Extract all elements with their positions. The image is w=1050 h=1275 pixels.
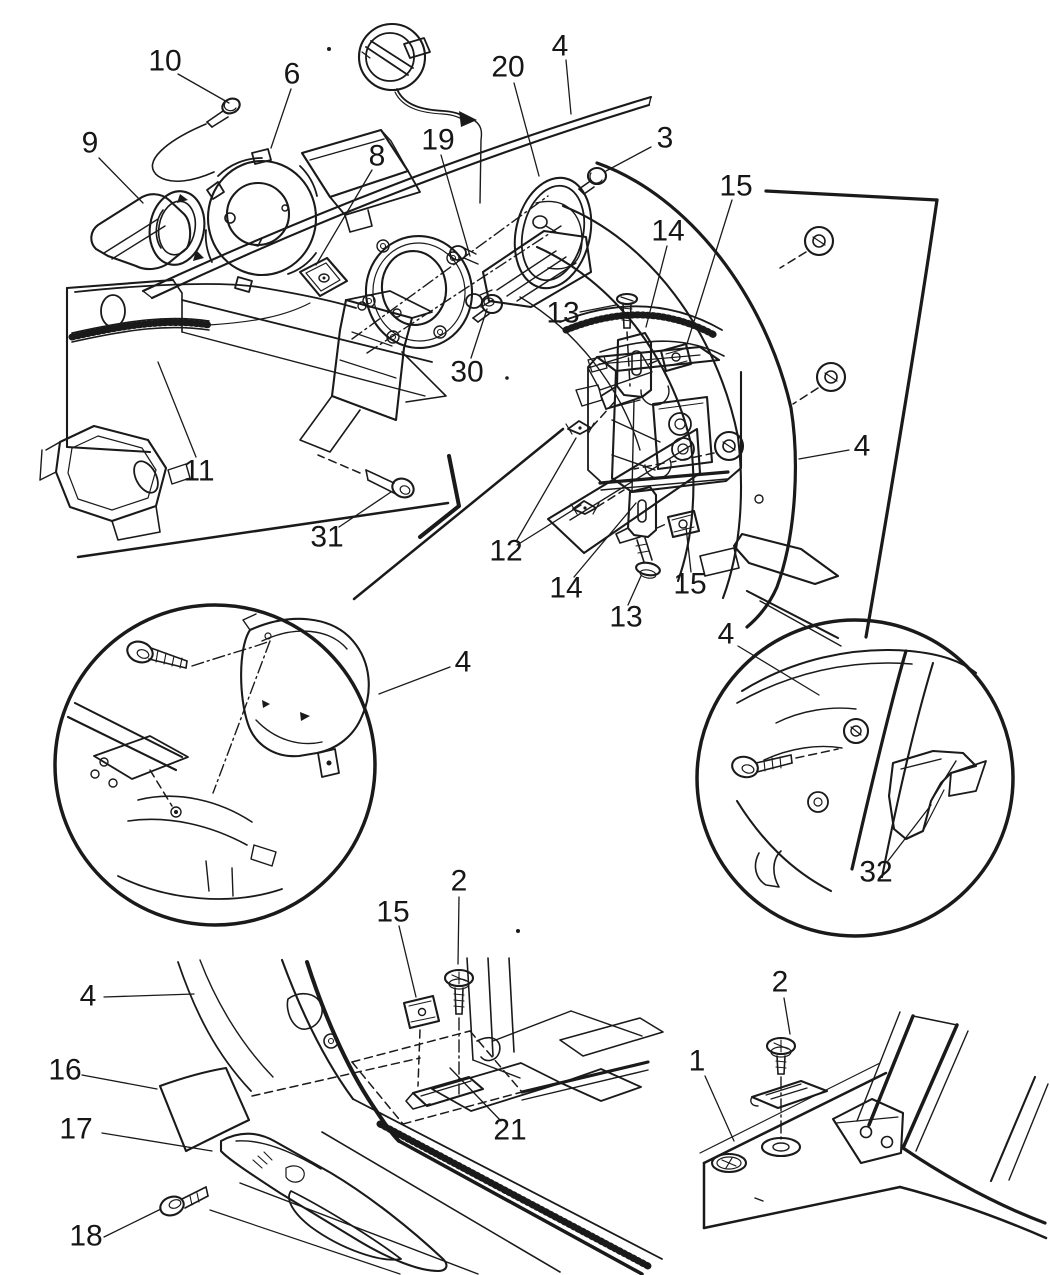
detail-right-screw	[731, 748, 839, 779]
callout-label-18-27: 18	[69, 1220, 102, 1253]
detail-left-screw	[126, 640, 188, 669]
screw-3	[578, 166, 608, 195]
windshield-molding	[141, 95, 653, 300]
callout-label-15-8: 15	[719, 170, 752, 203]
floor-panel-section	[699, 1011, 1049, 1240]
callout-label-8-3: 8	[369, 140, 386, 173]
fuel-filler-bezel	[362, 234, 474, 350]
headlamp-assembly	[90, 97, 421, 298]
marker-lamp-17	[219, 1132, 448, 1273]
callout-label-13-16: 13	[609, 601, 642, 634]
rocker-sill-area	[158, 957, 664, 1275]
callout-label-13-10: 13	[546, 297, 579, 330]
callout-label-3-7: 3	[657, 122, 674, 155]
callout-label-1-29: 1	[689, 1045, 706, 1078]
fuel-filler-neck	[449, 215, 593, 309]
callout-label-15-22: 15	[376, 896, 409, 929]
leader-lines	[81, 59, 932, 1238]
closeout-panel-4	[240, 613, 370, 778]
callout-label-19-4: 19	[421, 124, 454, 157]
fuel-cap	[357, 22, 483, 204]
detail-view-left	[53, 427, 565, 927]
callout-label-16-25: 16	[48, 1054, 81, 1087]
bracket-21	[405, 1037, 501, 1110]
callout-label-6-1: 6	[284, 58, 301, 91]
hinge-pillar-bracket	[587, 345, 743, 494]
speed-nut	[750, 1079, 829, 1110]
stray-dots	[327, 47, 520, 933]
screw-18	[159, 1186, 209, 1217]
push-nut-12-upper	[565, 397, 619, 435]
screw-10	[206, 97, 241, 128]
gasket-ring-20	[513, 176, 593, 290]
bracket-14-lower	[615, 485, 658, 544]
callout-label-2-30: 2	[772, 966, 789, 999]
callout-label-4-18: 4	[854, 430, 871, 463]
grommet-middle	[792, 361, 847, 405]
callout-label-9-2: 9	[82, 127, 99, 160]
callout-label-2-23: 2	[451, 865, 468, 898]
callout-label-11-12: 11	[183, 455, 214, 488]
callout-label-21-28: 21	[493, 1114, 526, 1147]
detail-view-right	[695, 618, 1015, 938]
callout-label-4-19: 4	[455, 646, 472, 679]
pad-16	[158, 1066, 251, 1153]
detail-left-structure	[66, 701, 283, 900]
grommet-upper	[779, 225, 835, 269]
callout-label-31-13: 31	[310, 521, 343, 554]
callout-label-14-15: 14	[549, 572, 582, 605]
frame-rail	[39, 278, 725, 559]
callout-label-20-5: 20	[491, 51, 524, 84]
callout-label-4-20: 4	[718, 618, 735, 651]
front-fender	[519, 161, 939, 647]
fuel-filler-assembly	[351, 22, 608, 354]
bracket-32	[887, 749, 987, 841]
callout-label-32-21: 32	[859, 856, 892, 889]
screw-30	[472, 293, 504, 323]
callout-label-12-14: 12	[489, 535, 522, 568]
callout-label-17-26: 17	[59, 1113, 92, 1146]
callout-label-14-9: 14	[651, 215, 684, 248]
callout-label-30-11: 30	[450, 356, 483, 389]
push-nut-12-lower	[570, 489, 625, 515]
callout-label-4-6: 4	[552, 30, 569, 63]
screw-13-lower	[635, 537, 661, 579]
callout-label-15-17: 15	[673, 568, 706, 601]
callout-label-4-24: 4	[80, 980, 97, 1013]
screw-31	[317, 454, 415, 499]
floor-screw-head	[710, 1152, 748, 1174]
screw-2-sill	[443, 968, 475, 1095]
clip-nut-15-sill	[402, 994, 441, 1087]
floor-bracket	[831, 1097, 905, 1165]
callout-label-10-0: 10	[148, 45, 181, 78]
screw-13-upper	[615, 292, 639, 329]
bracket-assembly	[565, 292, 745, 579]
